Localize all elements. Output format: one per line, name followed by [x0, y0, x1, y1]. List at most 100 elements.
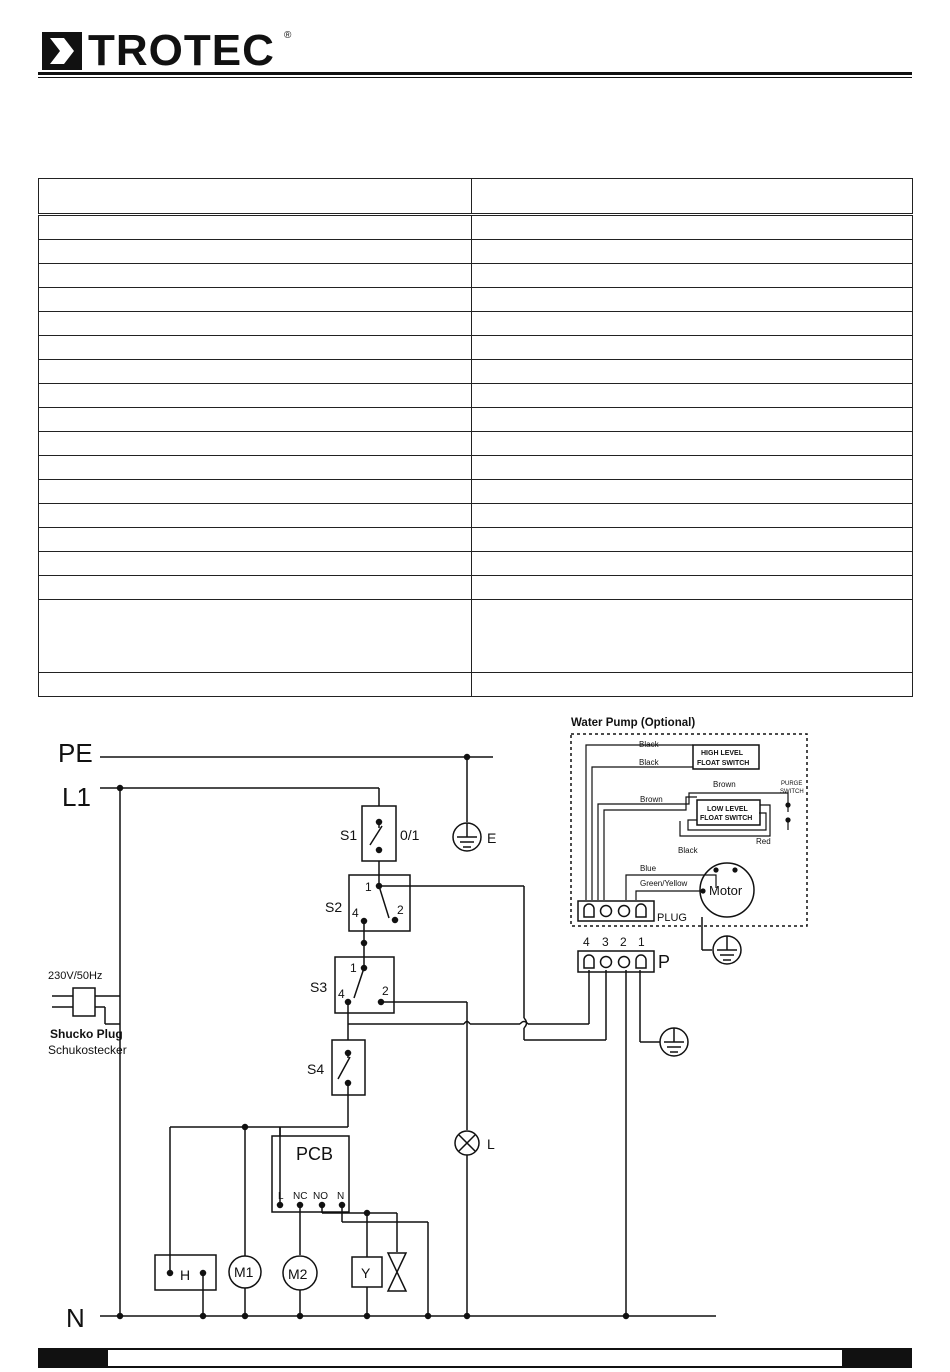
valve-symbol-icon: [386, 1252, 408, 1292]
header: TROTEC ®: [38, 26, 912, 78]
spec-table-row: [38, 214, 913, 240]
lamp-icon: [454, 1130, 480, 1156]
high-float-2: FLOAT SWITCH: [697, 760, 749, 767]
lamp-label: L: [487, 1136, 495, 1152]
spec-table-row: [38, 335, 913, 360]
pcb-t-n: N: [337, 1191, 344, 1202]
high-float-1: HIGH LEVEL: [701, 750, 744, 757]
pump-motor-icon: [699, 862, 755, 918]
spec-table-row: [38, 503, 913, 528]
spec-cell-label: [38, 287, 472, 312]
footer-inner: [108, 1350, 842, 1366]
s1-label: S1: [340, 827, 357, 843]
header-rule-thin: [38, 77, 912, 78]
footer-bar: [38, 1348, 912, 1368]
switch-s2: [348, 874, 411, 932]
purge-2: SWITCH: [780, 789, 804, 795]
spec-table-row: [38, 672, 913, 697]
connector-p4: 4: [583, 935, 590, 949]
spec-cell-label: [38, 599, 472, 673]
header-rule: [38, 72, 912, 75]
spec-cell-value: [471, 311, 913, 336]
earth-label: E: [487, 830, 496, 846]
wire-blue: Blue: [640, 864, 657, 873]
pump-plug-label: PLUG: [657, 912, 687, 924]
plug-rating: 230V/50Hz: [48, 970, 102, 982]
pump-motor-label: Motor: [709, 883, 743, 898]
spec-table-row: [38, 287, 913, 312]
heater-label: H: [180, 1267, 190, 1283]
spec-cell-label: [38, 178, 472, 216]
spec-cell-value: [471, 455, 913, 480]
spec-cell-label: [38, 311, 472, 336]
spec-table-row: [38, 239, 913, 264]
s3-label: S3: [310, 979, 327, 995]
spec-table-row: [38, 311, 913, 336]
pcb-box: [271, 1135, 350, 1213]
pcb-t-no: NO: [313, 1191, 328, 1202]
spec-table-row: [38, 263, 913, 288]
pump-plug: [577, 900, 655, 922]
connector-p: [577, 950, 655, 973]
m2-label: M2: [288, 1266, 308, 1282]
spec-cell-label: [38, 672, 472, 697]
connector-label: P: [658, 952, 670, 972]
spec-table-row: [38, 383, 913, 408]
s2-t1: 1: [365, 880, 372, 894]
purge-1: PURGE: [781, 781, 802, 787]
pump-box: [570, 733, 808, 927]
spec-cell-value: [471, 672, 913, 697]
spec-cell-value: [471, 527, 913, 552]
connector-p1: 1: [638, 935, 645, 949]
wire-brown-2: Brown: [640, 795, 663, 804]
connector-p-earth-icon: [659, 1027, 689, 1057]
spec-cell-label: [38, 383, 472, 408]
l1-label: L1: [62, 782, 91, 812]
spec-table: [38, 178, 913, 697]
s3-t4: 4: [338, 987, 345, 1001]
wire-red: Red: [756, 837, 771, 846]
pcb-t-nc: NC: [293, 1191, 307, 1202]
plug-name-de: Schukostecker: [48, 1043, 127, 1057]
s1-state: 0/1: [400, 827, 420, 843]
registered-mark: ®: [284, 30, 292, 41]
s3-t1: 1: [350, 961, 357, 975]
pcb-title: PCB: [296, 1144, 333, 1164]
plug-name-en: Shucko Plug: [50, 1027, 123, 1041]
spec-cell-label: [38, 263, 472, 288]
heater-h: [154, 1254, 217, 1291]
spec-table-row: [38, 599, 913, 673]
spec-table-row: [38, 479, 913, 504]
pcb-t-l: L: [278, 1191, 284, 1202]
wire-black-2: Black: [639, 758, 660, 767]
m1-label: M1: [234, 1264, 254, 1280]
spec-table-header: [38, 178, 913, 216]
wire-green-yellow: Green/Yellow: [640, 879, 688, 888]
connector-p2: 2: [620, 935, 627, 949]
spec-cell-label: [38, 503, 472, 528]
s4-label: S4: [307, 1061, 324, 1077]
spec-cell-value: [471, 599, 913, 673]
low-float-2: FLOAT SWITCH: [700, 815, 752, 822]
wire-brown-1: Brown: [713, 780, 736, 789]
trotec-logo-icon: [42, 32, 82, 70]
s3-t2: 2: [382, 984, 389, 998]
spec-cell-value: [471, 214, 913, 240]
switch-s3: [334, 956, 395, 1014]
spec-cell-label: [38, 335, 472, 360]
earth-symbol-e: [452, 822, 482, 852]
brand-name: TROTEC: [88, 26, 275, 75]
n-label: N: [66, 1303, 85, 1333]
shucko-plug-icon: [72, 987, 96, 1017]
high-float-switch: [692, 744, 760, 770]
s2-t4: 4: [352, 906, 359, 920]
pump-earth-icon: [712, 935, 742, 965]
connector-p3: 3: [602, 935, 609, 949]
spec-cell-value: [471, 287, 913, 312]
valve-label: Y: [361, 1265, 371, 1281]
pump-title: Water Pump (Optional): [571, 717, 695, 729]
spec-cell-value: [471, 178, 913, 216]
pe-label: PE: [58, 738, 93, 768]
spec-cell-value: [471, 335, 913, 360]
